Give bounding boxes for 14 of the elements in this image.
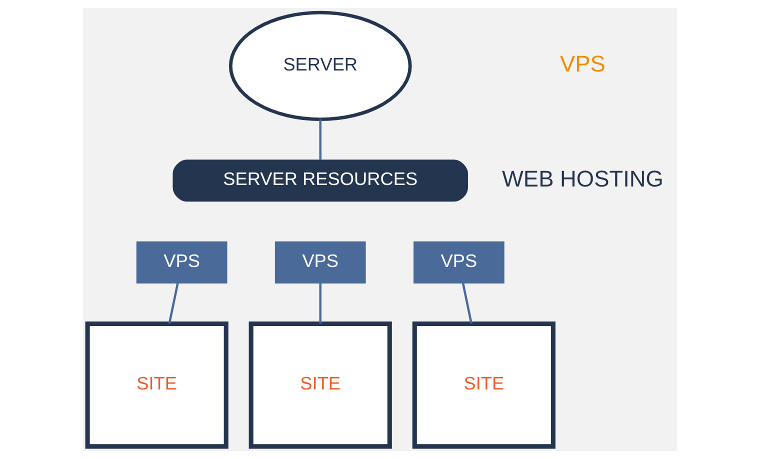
label: WEB HOSTING [502, 165, 664, 192]
node-box: VPS [414, 241, 504, 284]
connector [168, 282, 179, 324]
node-box: SITE [412, 322, 556, 449]
connector [462, 282, 472, 324]
node-box: VPS [274, 241, 366, 284]
node-box: SITE [85, 322, 228, 449]
connector [319, 119, 322, 160]
node-box: SITE [248, 322, 392, 449]
node-box: SERVER RESOURCES [172, 160, 468, 202]
node-ellipse: SERVER [228, 10, 412, 122]
connector [319, 282, 322, 324]
node-box: VPS [136, 241, 228, 284]
label: VPS [560, 50, 606, 77]
